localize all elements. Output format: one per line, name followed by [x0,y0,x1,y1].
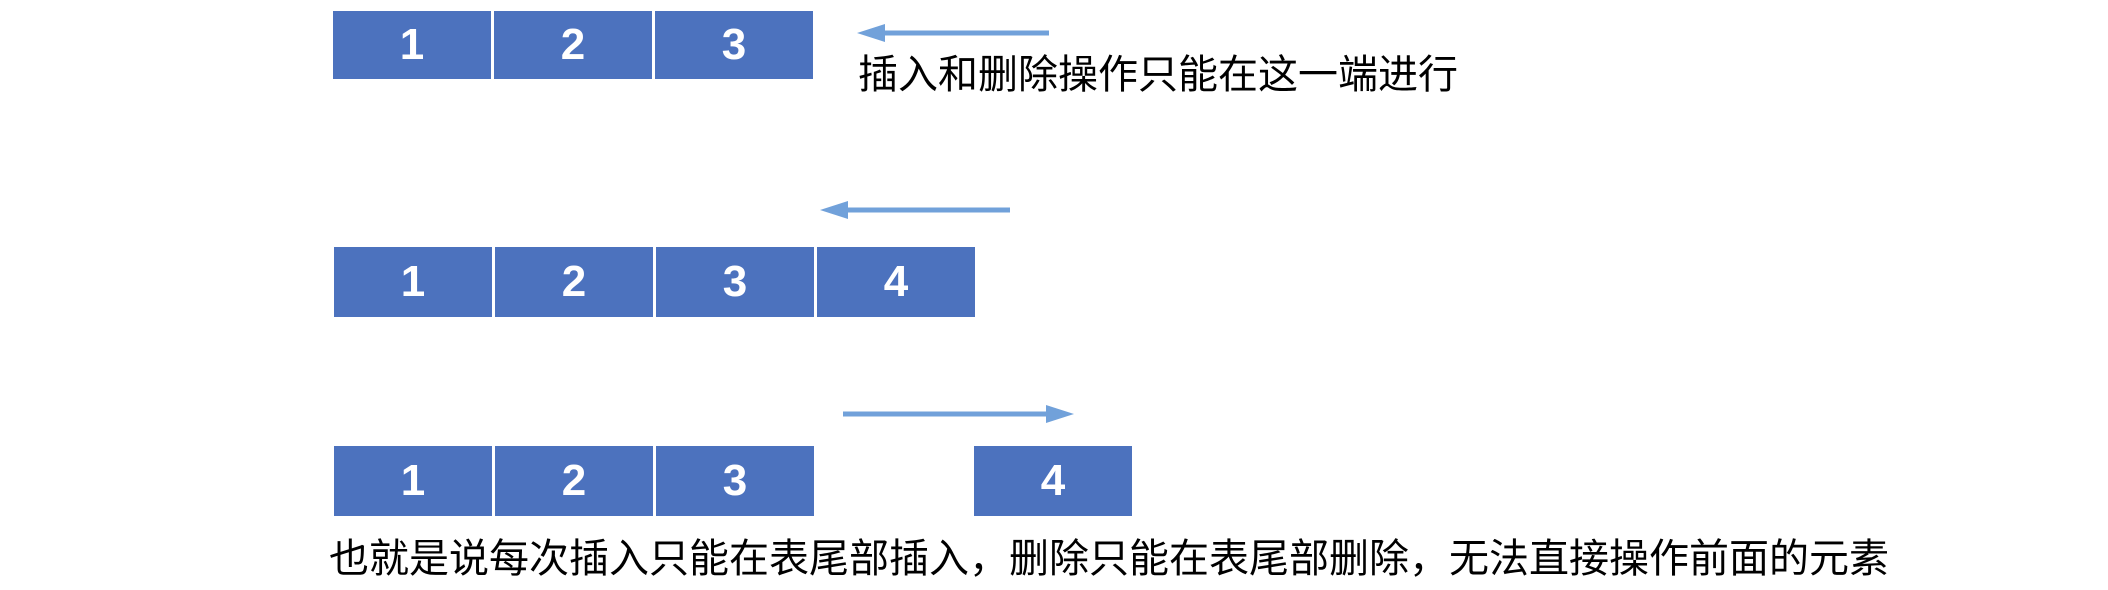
array-cell: 1 [334,446,492,516]
array-cell: 1 [334,247,492,317]
arrow-left-icon [820,201,1010,219]
array-cell: 2 [495,247,653,317]
arrow-left-icon [857,24,1049,42]
top-caption: 插入和删除操作只能在这一端进行 [858,53,1458,97]
array-cell: 2 [495,446,653,516]
footer-caption: 也就是说每次插入只能在表尾部插入，删除只能在表尾部删除，无法直接操作前面的元素 [329,537,1889,581]
detached-array-cell: 4 [974,446,1132,516]
array-cell: 3 [656,247,814,317]
list-row-middle: 1 2 3 4 [334,247,975,317]
array-cell: 3 [656,446,814,516]
list-row-top: 1 2 3 [333,11,813,79]
array-cell: 4 [817,247,975,317]
array-cell: 2 [494,11,652,79]
arrow-right-icon [843,405,1074,423]
array-cell: 3 [655,11,813,79]
list-row-bottom: 1 2 3 [334,446,814,516]
array-cell: 1 [333,11,491,79]
